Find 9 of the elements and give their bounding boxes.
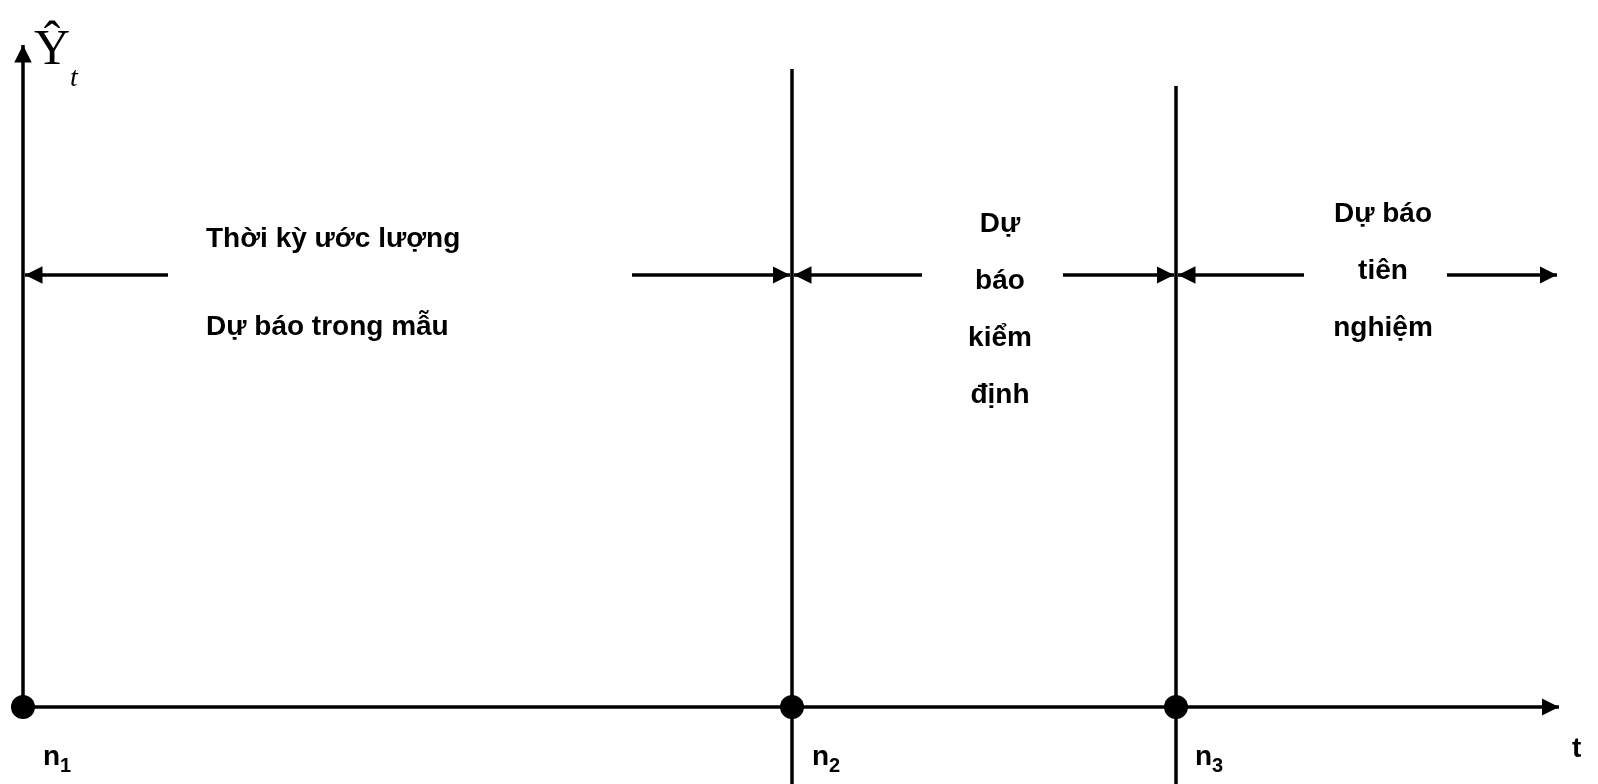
period-label: Thời kỳ ước lượng (206, 221, 461, 255)
axis-label: Ŷ$_{t}$ (34, 22, 78, 94)
period-label: Dự báo trong mẫu (206, 309, 449, 343)
period-label: Dự báo kiểm định (968, 206, 1032, 411)
period-label: Dự báo tiên nghiệm (1333, 196, 1433, 344)
point-label: n$_{1}$ (43, 739, 72, 778)
axis-label: t (1572, 731, 1582, 765)
point-label: n$_{2}$ (812, 739, 841, 778)
point-label: n$_{3}$ (1195, 739, 1224, 778)
